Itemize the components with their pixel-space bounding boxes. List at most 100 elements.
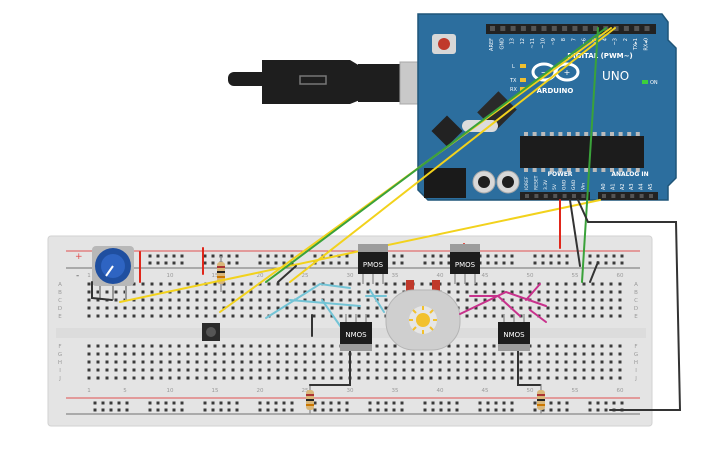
- wire-green-1: [265, 27, 607, 283]
- digital-pin-label: 12: [520, 38, 526, 44]
- analog-pin-label: A0: [601, 183, 607, 190]
- column-number: 40: [437, 388, 444, 394]
- digital-pin-label: 13: [510, 38, 516, 44]
- row-letter: C: [634, 298, 638, 304]
- digital-pin-label: 2: [623, 38, 629, 41]
- header-pin: [490, 26, 495, 31]
- header-pin: [582, 26, 588, 31]
- column-number: 60: [617, 273, 624, 279]
- power-pin-label: 5V: [552, 183, 558, 190]
- pmos-right-label: PMOS: [455, 261, 476, 269]
- column-number: 15: [212, 388, 219, 394]
- digital-pin-label: ~9: [551, 38, 557, 45]
- power-pin-label: GND: [562, 179, 568, 190]
- column-number: 55: [572, 388, 579, 394]
- column-number: 35: [392, 273, 399, 279]
- digital-pin-label: 7: [571, 38, 577, 41]
- resistor-top: [217, 256, 225, 292]
- wire-cyan-1: [265, 282, 351, 319]
- analog-pin-label: A4: [639, 183, 645, 190]
- wire-magenta-3: [529, 309, 547, 323]
- column-number: 10: [167, 273, 174, 279]
- column-number: 1: [87, 273, 91, 279]
- power-pin-label: IOREF: [524, 176, 530, 190]
- wire-black-1: [91, 281, 113, 301]
- column-number: 40: [437, 273, 444, 279]
- push-button[interactable]: [202, 323, 220, 341]
- column-number: 45: [482, 273, 489, 279]
- digital-pin-label: 8: [561, 38, 567, 41]
- analog-title: ANALOG IN: [611, 171, 648, 178]
- digital-pin-label: ~10: [541, 38, 547, 49]
- header-pin: [634, 26, 640, 31]
- header-pin: [500, 26, 506, 31]
- led-on-label: ON: [650, 80, 658, 86]
- analog-pin-label: A1: [610, 183, 616, 190]
- column-number: 25: [302, 388, 309, 394]
- analog-pin-label: A3: [629, 183, 635, 190]
- digital-pin-label: 4: [602, 38, 608, 41]
- column-number: 10: [167, 388, 174, 394]
- resistor-bottom-right: [537, 384, 545, 414]
- usb-cable: [228, 60, 445, 105]
- row-letter: A: [634, 282, 638, 288]
- header-pin: [531, 26, 537, 31]
- row-letter: F: [634, 344, 637, 350]
- pmos-right[interactable]: PMOS: [450, 244, 480, 284]
- column-number: 50: [527, 388, 534, 394]
- wire-cyan-4: [369, 289, 385, 313]
- wire-black-gnd: [569, 199, 581, 267]
- power-pin-label: RESET: [533, 175, 539, 190]
- column-number: 15: [212, 273, 219, 279]
- resistor-bottom-left: [306, 384, 314, 414]
- nmos-right[interactable]: NMOS: [498, 314, 530, 351]
- pmos-left-label: PMOS: [363, 261, 384, 269]
- sun-icon: [416, 313, 430, 327]
- row-letter: E: [58, 314, 62, 320]
- power-pin-label: Vin: [580, 183, 586, 190]
- potentiometer[interactable]: [92, 246, 134, 300]
- header-pin: [623, 26, 629, 31]
- svg-text:+: +: [564, 68, 571, 77]
- column-number: 45: [482, 388, 489, 394]
- row-letter: A: [58, 282, 62, 288]
- row-letter: E: [634, 314, 638, 320]
- row-letter: B: [634, 290, 638, 296]
- row-letter: G: [58, 352, 62, 358]
- atmega-chip: [520, 136, 644, 168]
- wire-magenta-4: [525, 283, 541, 301]
- led-tx: [520, 78, 526, 82]
- column-number: 30: [347, 388, 354, 394]
- header-pin: [562, 26, 568, 31]
- arduino-logo: − +: [531, 62, 580, 82]
- wire-black-gnd2: [577, 199, 682, 411]
- column-number: 60: [617, 388, 624, 394]
- header-pin: [572, 26, 578, 31]
- row-letter: B: [58, 290, 62, 296]
- row-letter: F: [58, 344, 61, 350]
- dc-motor[interactable]: [385, 280, 461, 351]
- row-letter: I: [635, 368, 637, 374]
- pmos-left[interactable]: PMOS: [358, 244, 388, 284]
- header-pin: [520, 26, 526, 31]
- wire-green-2: [581, 27, 599, 283]
- digital-pin-label: GND: [499, 38, 505, 50]
- power-pin-label: GND: [571, 179, 577, 190]
- row-letter: D: [58, 306, 62, 312]
- row-letter: J: [634, 376, 637, 382]
- column-number: 50: [527, 273, 534, 279]
- nmos-right-label: NMOS: [503, 331, 525, 339]
- wires: [91, 27, 682, 411]
- rail-minus-label: -: [76, 271, 79, 281]
- row-letter: G: [634, 352, 638, 358]
- wire-black-3: [589, 261, 599, 283]
- wire-magenta-2: [469, 295, 521, 317]
- nmos-left[interactable]: NMOS: [340, 314, 372, 351]
- svg-text:−: −: [541, 68, 548, 77]
- digital-pin-label: ~11: [530, 38, 536, 49]
- row-letter: H: [58, 360, 62, 366]
- power-pin-label: 3.3V: [543, 179, 549, 190]
- column-number: 35: [392, 388, 399, 394]
- column-number: 20: [257, 273, 264, 279]
